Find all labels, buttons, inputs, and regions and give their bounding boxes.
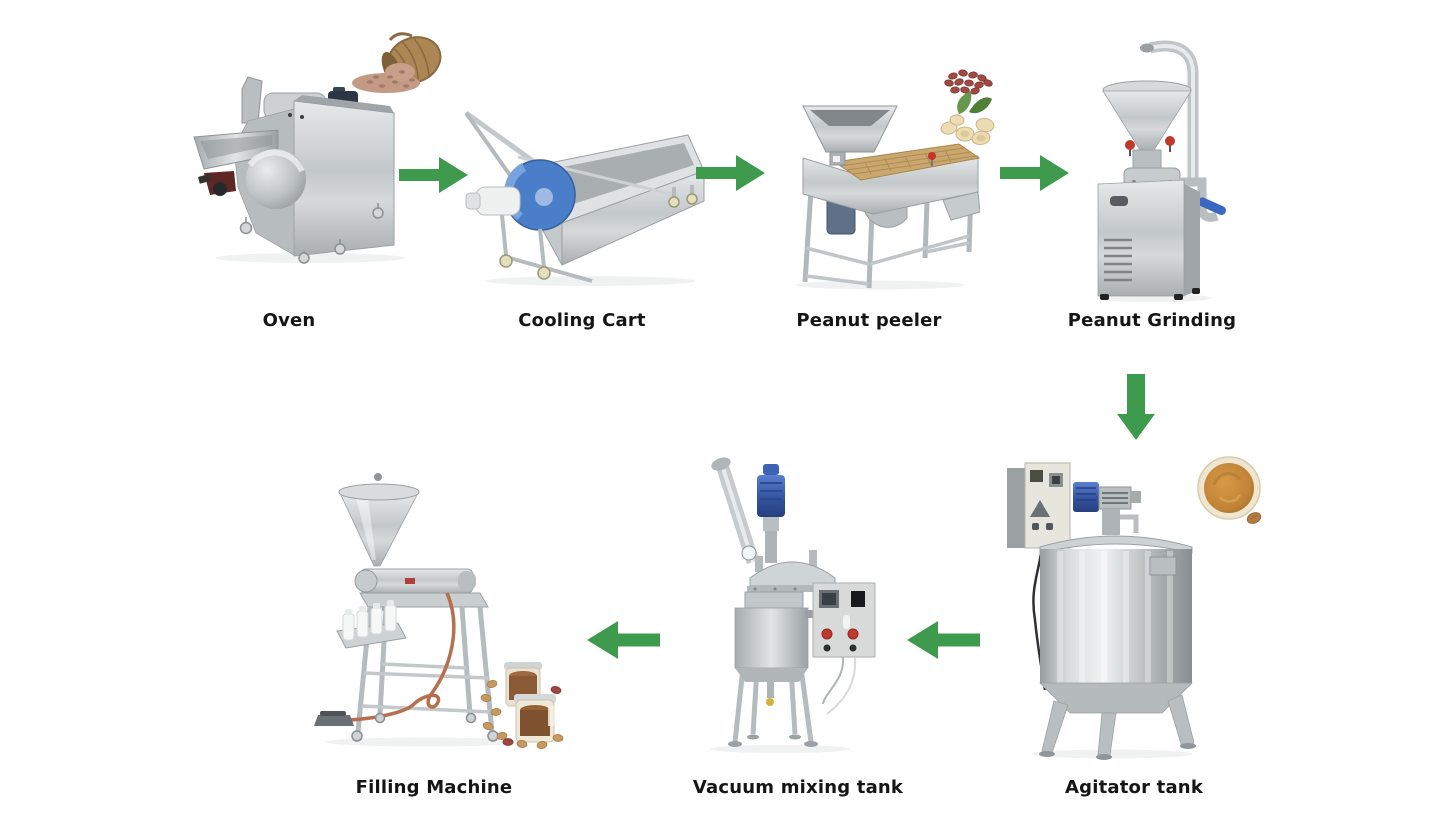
vacuum-mixing-tank-machine-image <box>710 457 876 753</box>
step-label-peanut-grinding: Peanut Grinding <box>1067 310 1237 331</box>
flow-arrow-oven-to-cooling-cart <box>399 157 468 193</box>
peanut-peeler-machine-image <box>795 105 980 290</box>
peanut-grinding-machine-image <box>1096 40 1226 302</box>
step-label-oven: Oven <box>262 310 316 331</box>
flow-arrow-peanut-peeler-to-peanut-grinding <box>1000 155 1069 191</box>
basket-of-raw-peanuts-image <box>352 32 442 93</box>
filling-machine-image <box>314 473 564 749</box>
oven-machine-image <box>193 76 405 264</box>
red-skin-and-blanched-peanuts-image <box>940 69 995 146</box>
flow-arrow-peanut-grinding-to-agitator-tank <box>1117 374 1155 440</box>
bowl-of-peanut-butter-image <box>1197 456 1262 524</box>
step-label-peanut-peeler: Peanut peeler <box>796 310 942 331</box>
step-label-filling-machine: Filling Machine <box>355 777 513 798</box>
flow-arrow-agitator-tank-to-vacuum-mixing-tank <box>907 621 980 659</box>
flow-arrow-cooling-cart-to-peanut-peeler <box>696 155 765 191</box>
agitator-tank-machine-image <box>1007 462 1196 760</box>
step-label-vacuum-mixing-tank: Vacuum mixing tank <box>692 777 904 798</box>
step-label-cooling-cart: Cooling Cart <box>518 310 646 331</box>
flow-arrow-vacuum-mixing-tank-to-filling-machine <box>587 621 660 659</box>
step-label-agitator-tank: Agitator tank <box>1065 777 1203 798</box>
cooling-cart-machine-image <box>464 110 705 286</box>
jars-of-peanut-butter-with-peanuts-image <box>480 662 564 749</box>
